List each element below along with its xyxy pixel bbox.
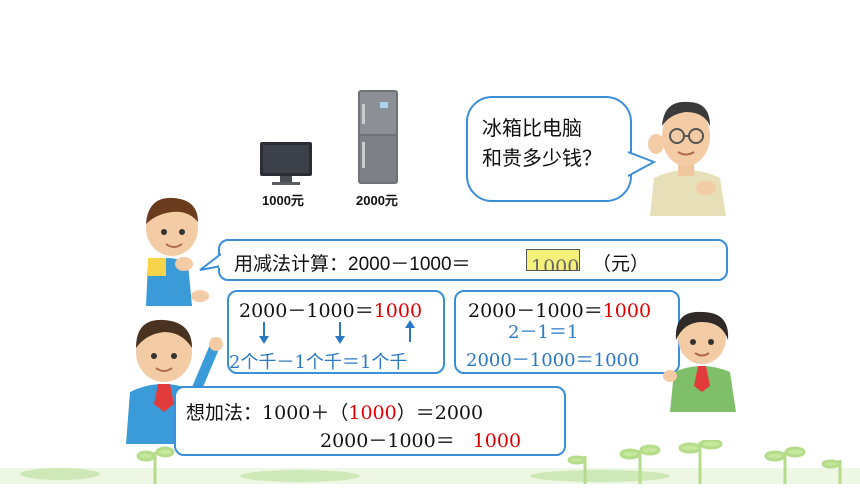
method2-equation-left: 2000－1000＝ (468, 300, 603, 322)
method2-answer: 1000 (602, 300, 652, 322)
teacher-illustration (640, 92, 732, 216)
tv-image (258, 142, 314, 188)
method1-box: 2000－1000＝1000 2个千－1个千＝1个千 (227, 290, 445, 374)
method1-breakdown-b: 1个千 (294, 352, 342, 373)
method1-breakdown-c: 1个千 (359, 352, 408, 373)
question-bubble-tail (199, 253, 222, 271)
method3-label: 想加法： (186, 403, 263, 424)
teacher-question-line1: 冰箱比电脑 (482, 118, 582, 140)
method3-line2-left: 2000－1000＝ (320, 430, 455, 452)
grass-background (0, 438, 860, 484)
method1-arrow-3 (405, 320, 415, 342)
unit-label: （元） (592, 253, 650, 275)
method1-equation-left: 2000－1000＝ (239, 300, 374, 322)
girl-illustration (662, 306, 746, 412)
method1-breakdown: 2个千－1个千＝1个千 (229, 348, 407, 374)
method1-answer: 1000 (373, 300, 423, 322)
method3-line1-answer: 1000 (348, 402, 397, 424)
subtraction-question-bubble: 用减法计算：2000－1000＝ 1000 （元） (218, 239, 728, 281)
subtraction-question-text: 用减法计算：2000－1000＝ (234, 249, 471, 276)
method1-arrow-2 (335, 322, 345, 344)
teacher-question-line2: 和贵多少钱？ (482, 148, 602, 170)
subtraction-question-label: 用减法计算：2000－1000＝ (234, 254, 471, 275)
method2-restated: 2000－1000＝1000 (466, 350, 640, 371)
method3-line2: 2000－1000＝ 1000 (320, 426, 521, 453)
method1-arrow-1 (259, 322, 269, 344)
method3-line1-right: ）＝2000 (396, 402, 484, 424)
method1-equation: 2000－1000＝1000 (239, 296, 422, 323)
method1-breakdown-op2: ＝ (341, 352, 360, 373)
method2-box: 2000－1000＝1000 2－1＝1 2000－1000＝1000 (454, 290, 680, 374)
method1-breakdown-op1: － (276, 352, 295, 373)
method2-equation: 2000－1000＝1000 (468, 296, 651, 323)
answer-blank[interactable]: 1000 (526, 249, 580, 271)
fridge-price: 2000元 (356, 193, 398, 208)
fridge-image (356, 90, 400, 186)
method3-line1: 想加法：1000＋（1000）＝2000 (186, 398, 483, 425)
teacher-bubble-tail (628, 151, 656, 177)
method1-breakdown-a: 2个千 (229, 352, 277, 373)
answer-blank-hidden-text: 1000 (531, 256, 580, 271)
boy-illustration-1 (138, 188, 218, 306)
method3-line1-left: 1000＋（ (262, 402, 349, 424)
method3-box: 想加法：1000＋（1000）＝2000 2000－1000＝1000 (174, 386, 566, 456)
teacher-speech-bubble: 冰箱比电脑 和贵多少钱？ (466, 96, 632, 202)
method2-simple: 2－1＝1 (508, 322, 579, 343)
tv-price: 1000元 (262, 193, 304, 208)
method3-line2-answer: 1000 (472, 430, 522, 452)
